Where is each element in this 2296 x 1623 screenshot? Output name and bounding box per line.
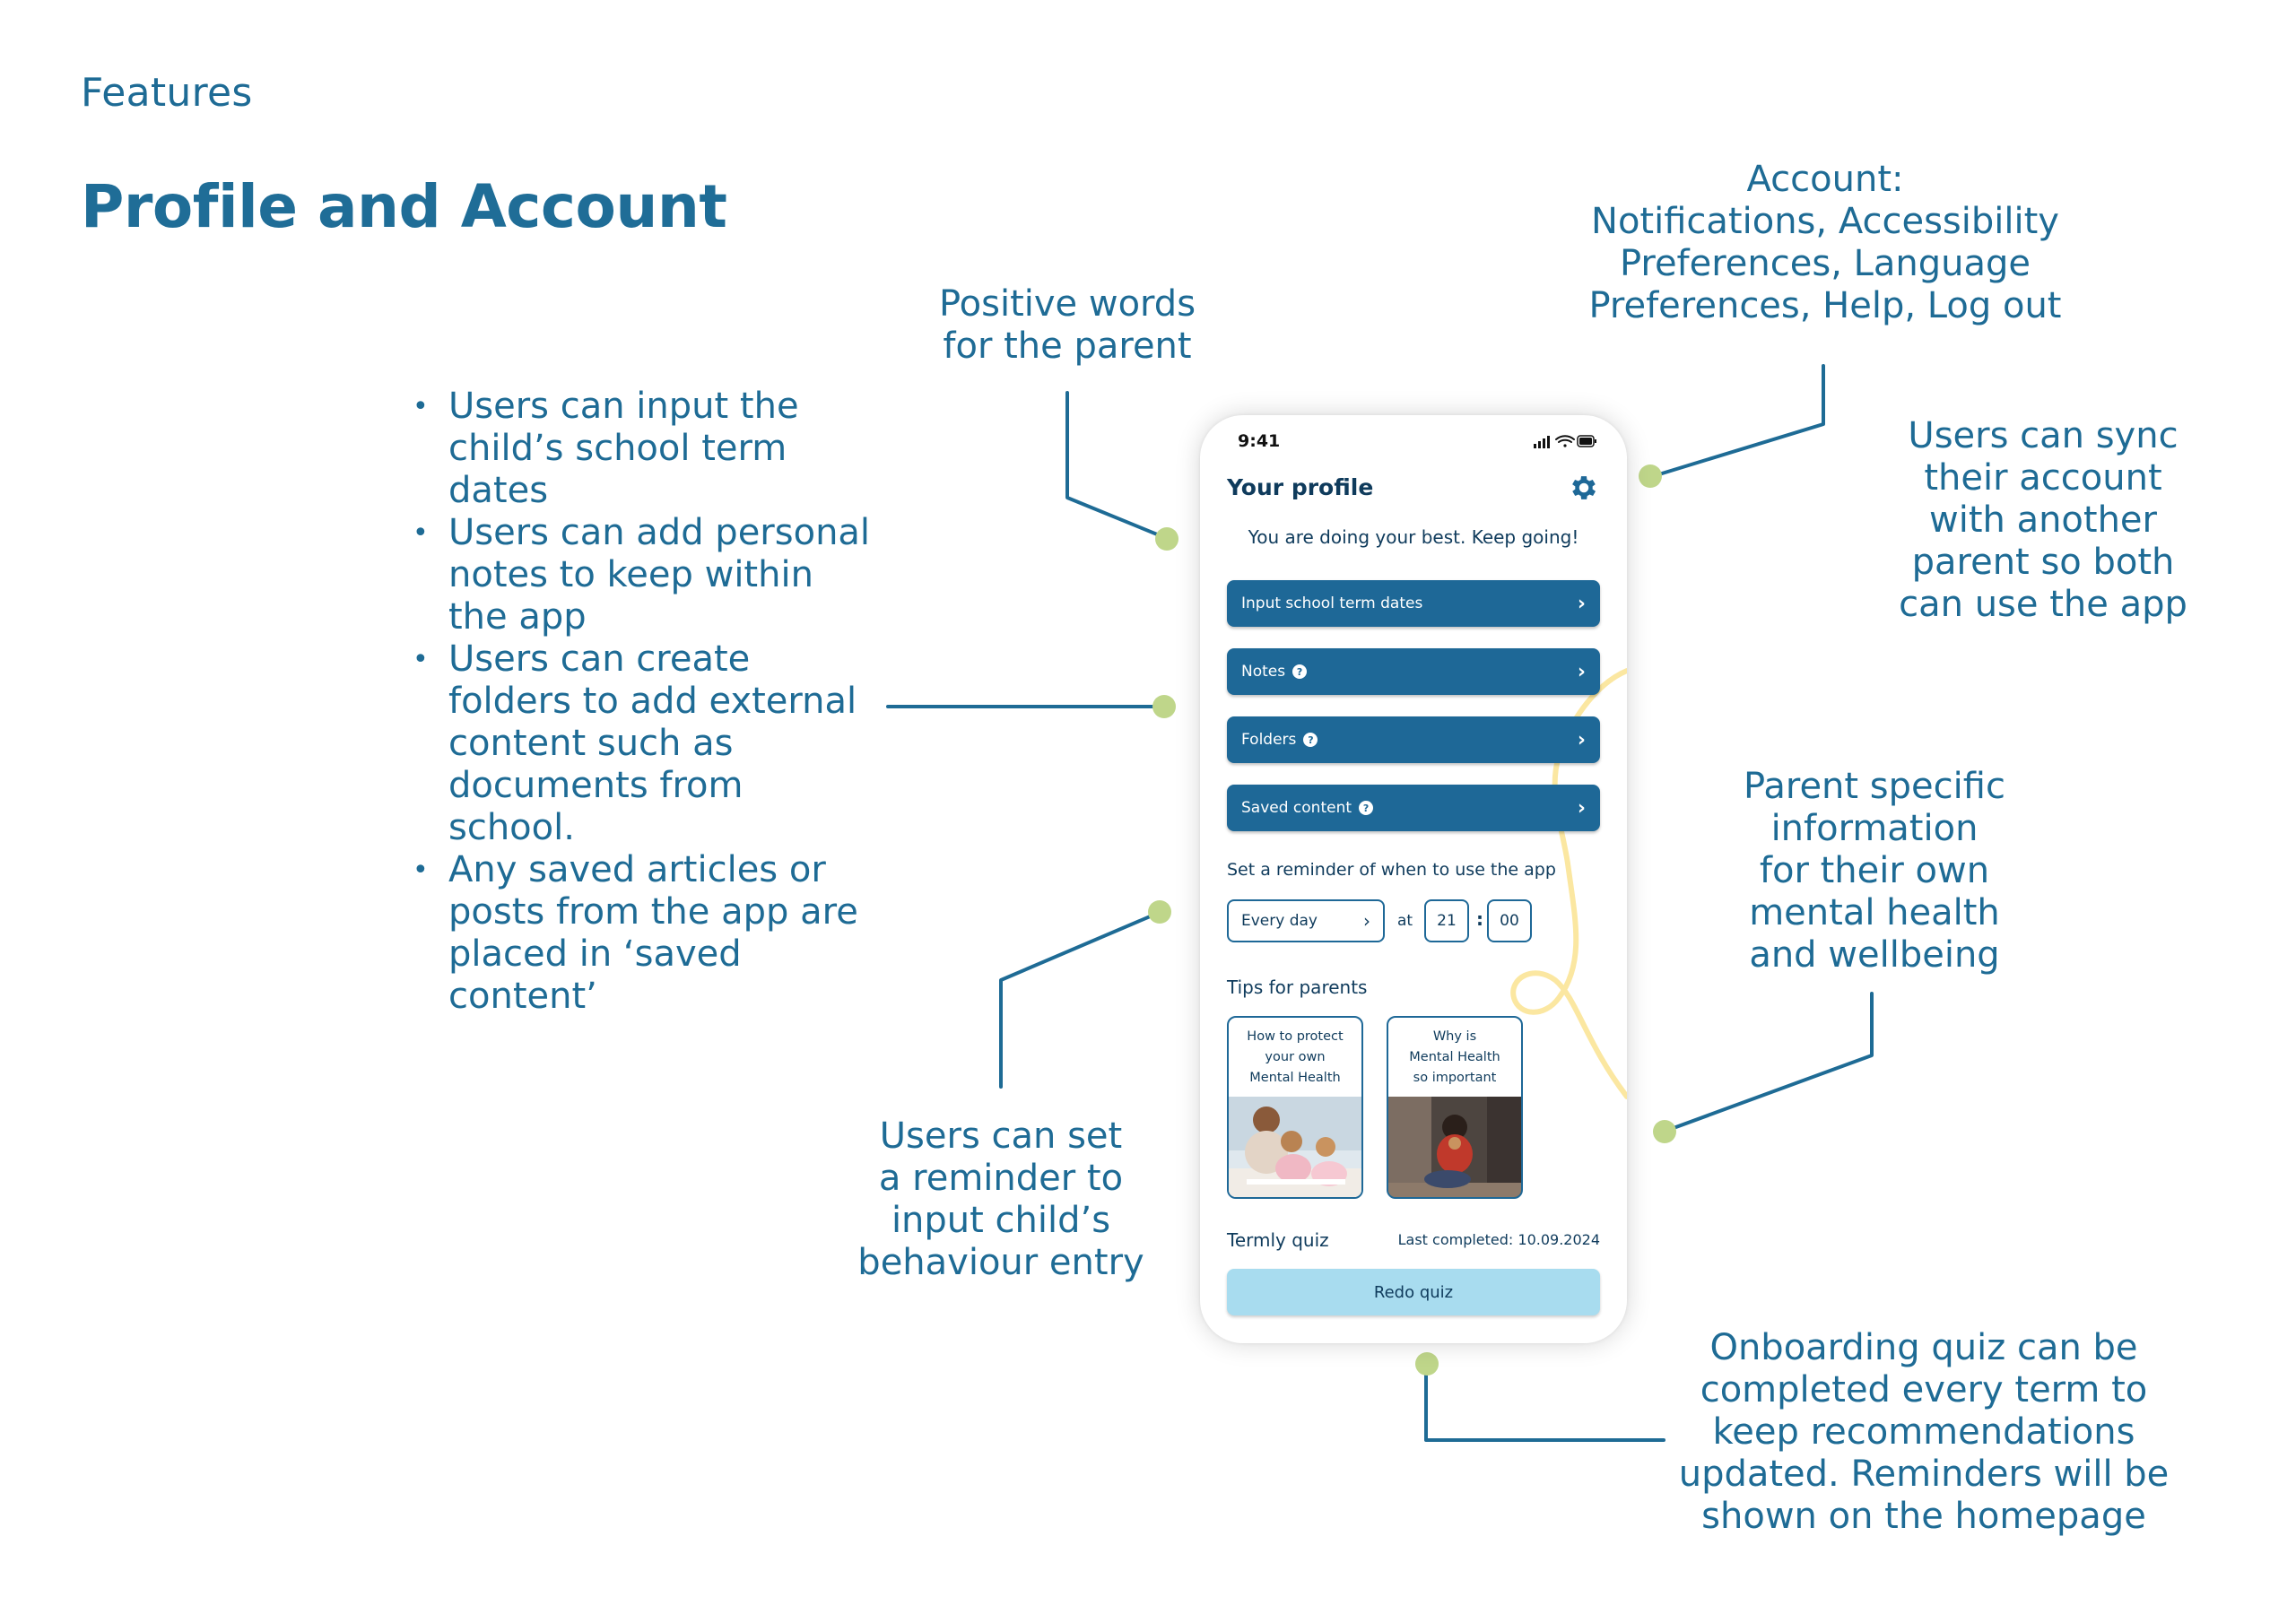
annotation-reminder: Users can set a reminder to input child’… bbox=[857, 1115, 1144, 1283]
chevron-right-icon: › bbox=[1363, 910, 1370, 932]
phone-mockup: 9:41 Your profile You are doing your bes… bbox=[1200, 415, 1627, 1343]
termly-quiz-label: Termly quiz bbox=[1227, 1229, 1329, 1251]
battery-icon bbox=[1577, 435, 1596, 447]
notes-button[interactable]: Notes ? › bbox=[1227, 648, 1600, 695]
connector-dot-bullets bbox=[1152, 695, 1176, 718]
reminder-heading: Set a reminder of when to use the app bbox=[1227, 860, 1556, 880]
chevron-right-icon: › bbox=[1577, 728, 1586, 751]
tip-card-title: Why is Mental Health so important bbox=[1409, 1029, 1500, 1085]
bullet-item: Any saved articles or posts from the app… bbox=[413, 849, 879, 1018]
connector-dot-account bbox=[1639, 464, 1662, 488]
feature-bullet-list: Users can input the child’s school term … bbox=[413, 386, 879, 1018]
annotation-positive-words: Positive words for the parent bbox=[938, 283, 1196, 367]
input-school-term-dates-button[interactable]: Input school term dates › bbox=[1227, 580, 1600, 627]
menu-label: Saved content bbox=[1241, 799, 1352, 817]
annotation-parent-info: Parent specific information for their ow… bbox=[1744, 766, 2005, 976]
connector-dot-quiz bbox=[1415, 1352, 1439, 1376]
status-icons bbox=[1534, 435, 1596, 448]
help-icon[interactable]: ? bbox=[1359, 801, 1374, 815]
status-time: 9:41 bbox=[1238, 431, 1281, 451]
chevron-right-icon: › bbox=[1577, 660, 1586, 683]
bullet-item: Users can add personal notes to keep wit… bbox=[413, 512, 879, 638]
chevron-right-icon: › bbox=[1577, 592, 1586, 615]
annotation-sync: Users can sync their account with anothe… bbox=[1899, 415, 2187, 625]
connector-positive-words bbox=[1065, 391, 1168, 540]
quiz-last-completed: Last completed: 10.09.2024 bbox=[1397, 1231, 1600, 1248]
connector-dot-positive-words bbox=[1155, 527, 1178, 551]
connector-dot-reminder bbox=[1148, 900, 1171, 924]
folders-button[interactable]: Folders ? › bbox=[1227, 716, 1600, 763]
chevron-right-icon: › bbox=[1577, 796, 1586, 820]
annotation-account: Account: Notifications, Accessibility Pr… bbox=[1588, 159, 2062, 326]
menu-label: Input school term dates bbox=[1241, 595, 1423, 612]
section-label: Features bbox=[81, 70, 253, 116]
signal-icon bbox=[1534, 436, 1550, 448]
tip-card-photo-family bbox=[1229, 1097, 1361, 1197]
tip-card-protect-mental-health[interactable]: How to protect your own Mental Health bbox=[1227, 1016, 1363, 1199]
reminder-frequency-select[interactable]: Every day › bbox=[1227, 899, 1385, 942]
tip-card-why-mental-health-important[interactable]: Why is Mental Health so important bbox=[1387, 1016, 1523, 1199]
reminder-hour-input[interactable]: 21 bbox=[1424, 899, 1469, 942]
gear-icon[interactable] bbox=[1568, 472, 1600, 504]
connector-account bbox=[1648, 364, 1825, 479]
tip-card-photo-woman bbox=[1388, 1097, 1521, 1197]
help-icon[interactable]: ? bbox=[1303, 733, 1318, 747]
connector-dot-parent-info bbox=[1653, 1120, 1676, 1143]
time-separator: : bbox=[1476, 908, 1483, 930]
bullet-item: Users can input the child’s school term … bbox=[413, 386, 879, 512]
menu-label: Folders bbox=[1241, 731, 1297, 749]
tips-heading: Tips for parents bbox=[1227, 976, 1368, 998]
tip-card-title: How to protect your own Mental Health bbox=[1247, 1029, 1344, 1085]
redo-quiz-button[interactable]: Redo quiz bbox=[1227, 1269, 1600, 1315]
menu-label: Notes bbox=[1241, 663, 1286, 681]
connector-reminder bbox=[999, 910, 1162, 1089]
wifi-icon bbox=[1555, 435, 1575, 447]
profile-title: Your profile bbox=[1227, 474, 1374, 500]
encouragement-message: You are doing your best. Keep going! bbox=[1248, 526, 1579, 548]
bullet-item: Users can create folders to add external… bbox=[413, 638, 879, 849]
saved-content-button[interactable]: Saved content ? › bbox=[1227, 785, 1600, 831]
page-title: Profile and Account bbox=[81, 172, 727, 241]
reminder-frequency-value: Every day bbox=[1241, 912, 1318, 930]
annotation-quiz: Onboarding quiz can be completed every t… bbox=[1678, 1327, 2170, 1537]
connector-parent-info bbox=[1662, 992, 1874, 1133]
help-icon[interactable]: ? bbox=[1292, 664, 1308, 679]
connector-quiz bbox=[1424, 1359, 1665, 1442]
reminder-minute-input[interactable]: 00 bbox=[1487, 899, 1532, 942]
reminder-at-label: at bbox=[1397, 912, 1413, 930]
